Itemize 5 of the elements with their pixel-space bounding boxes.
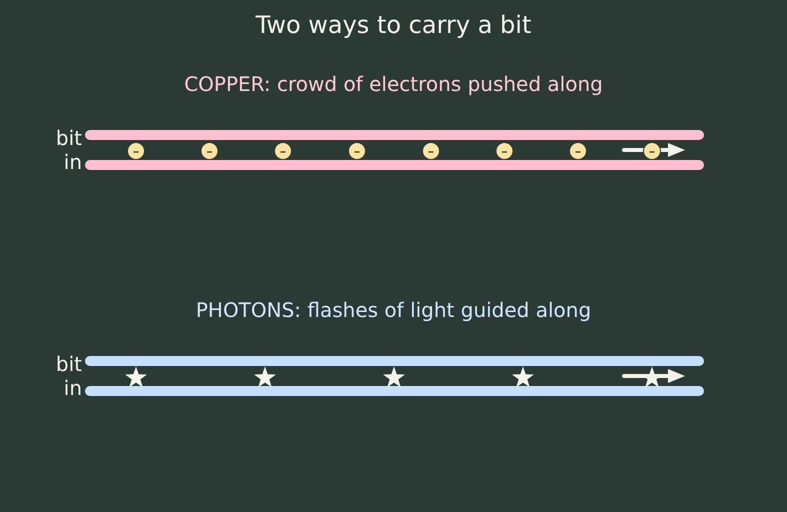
section-heading: PHOTONS: flashes of light guided along — [194, 297, 592, 323]
section-heading: COPPER: crowd of electrons pushed along — [183, 71, 604, 97]
wire-end-label: bit in — [54, 126, 82, 174]
wire-end-label: bit in — [54, 352, 82, 400]
diagram-title: Two ways to carry a bit — [254, 10, 532, 40]
